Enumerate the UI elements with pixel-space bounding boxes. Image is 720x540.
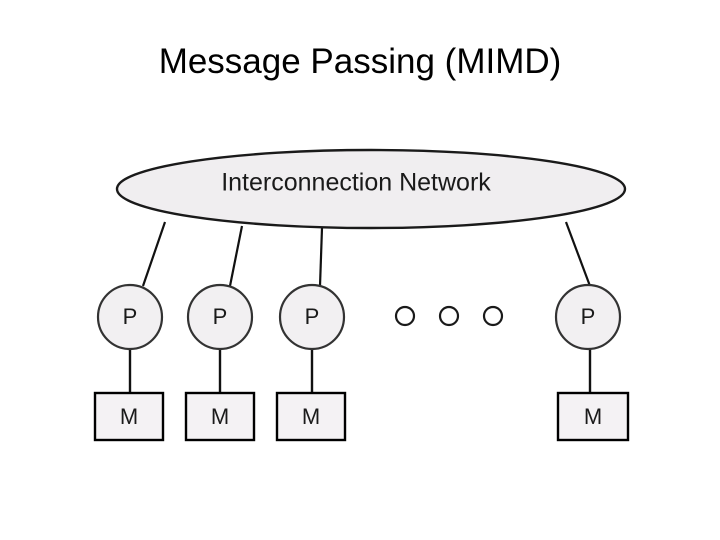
network-link-4 [564, 221, 592, 287]
memory-label-4: M [584, 404, 602, 429]
memory-label-3: M [302, 404, 320, 429]
page-title: Message Passing (MIMD) [158, 42, 562, 81]
processor-node-4[interactable]: P [554, 283, 622, 351]
memory-label-2: M [211, 404, 229, 429]
interconnection-network-ellipse [115, 148, 627, 230]
processor-label-4: P [581, 304, 596, 329]
network-link-1 [141, 221, 167, 287]
memory-box-2 [184, 391, 256, 442]
processor-circle-1 [96, 283, 164, 351]
memory-box-3 [275, 391, 347, 442]
network-link-2 [228, 225, 244, 287]
memory-link-group [128, 349, 592, 393]
ellipsis-marker-group [394, 305, 504, 327]
network-link-group [141, 221, 592, 287]
processor-circle-3 [278, 283, 346, 351]
ellipsis-circle-3 [482, 305, 504, 327]
processor-label-2: P [213, 304, 228, 329]
interconnection-network-node[interactable]: Interconnection Network [115, 148, 627, 230]
memory-node-3[interactable]: M [275, 391, 347, 442]
processor-circle-2 [186, 283, 254, 351]
processor-label-1: P [123, 304, 138, 329]
memory-node-1[interactable]: M [93, 391, 165, 442]
processor-node-1[interactable]: P [96, 283, 164, 351]
processor-node-3[interactable]: P [278, 283, 346, 351]
network-link-3 [318, 227, 324, 287]
memory-box-4 [556, 391, 630, 442]
ellipsis-circle-1 [394, 305, 416, 327]
processor-label-3: P [305, 304, 320, 329]
memory-node-2[interactable]: M [184, 391, 256, 442]
processor-circle-4 [554, 283, 622, 351]
processor-node-2[interactable]: P [186, 283, 254, 351]
memory-label-1: M [120, 404, 138, 429]
ellipsis-circle-2 [438, 305, 460, 327]
memory-box-1 [93, 391, 165, 442]
memory-node-4[interactable]: M [556, 391, 630, 442]
interconnection-network-label: Interconnection Network [221, 169, 491, 197]
